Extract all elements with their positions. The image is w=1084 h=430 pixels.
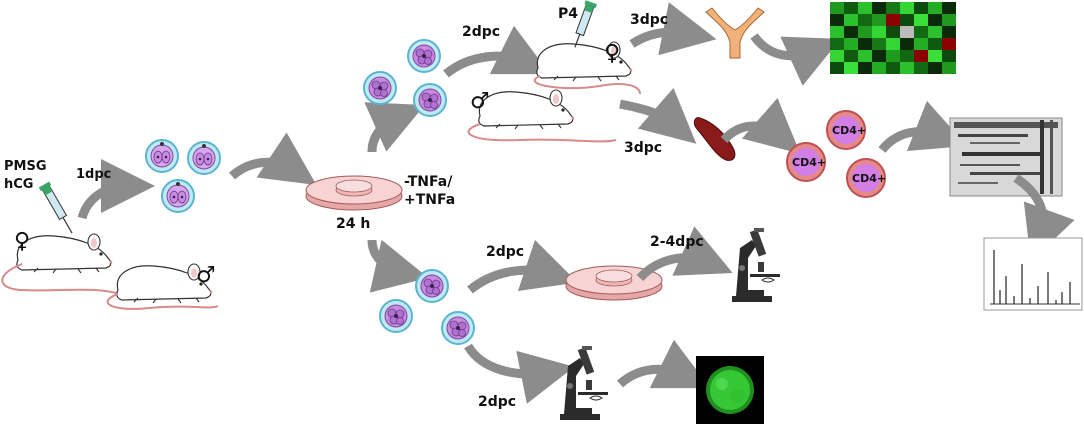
arrow-mating-to-embryos <box>77 159 155 220</box>
incubation-label: 24 h <box>336 216 370 232</box>
fluorescent-embryo-icon <box>696 356 764 424</box>
female-symbol-recipient: ♀ <box>604 41 620 66</box>
male-symbol-left: ♂ <box>196 263 216 288</box>
arrow-cells-to-gel <box>878 100 968 154</box>
embryo-icon <box>363 71 397 105</box>
uterus-icon <box>705 7 765 59</box>
arrow-to-spleen <box>619 87 697 144</box>
treatment-label-line2: +TNFa <box>404 192 455 208</box>
progesterone-label: P4 <box>558 6 578 22</box>
culture-observation-label: 2-4dpc <box>650 234 704 250</box>
arrow-to-uterus <box>629 2 717 56</box>
embryo-icon <box>145 139 179 173</box>
cd4-label-1: CD4+ <box>832 124 866 137</box>
culture-step-label: 2dpc <box>486 244 524 260</box>
embryo-icon <box>161 179 195 213</box>
cd4-cell-icon <box>786 142 826 182</box>
heatmap-icon <box>830 2 956 74</box>
arrow-transfer-upper <box>443 25 551 78</box>
imaging-step-label: 2dpc <box>478 394 516 410</box>
arrow-uterus-to-heatmap <box>750 33 841 86</box>
arrow-lower-to-microscope <box>464 343 575 404</box>
gel-blot-icon <box>949 117 1063 197</box>
arrow-microscope-to-image <box>616 339 711 389</box>
male-symbol-upper: ♂ <box>470 89 490 114</box>
two-cell-embryos <box>145 139 221 213</box>
spleen-step-label: 3dpc <box>624 140 662 156</box>
embryo-icon <box>415 269 449 303</box>
male-mouse-upper <box>467 89 617 143</box>
transfer-upper-label: 2dpc <box>462 24 500 40</box>
arrow-spleen-to-cells <box>720 97 801 154</box>
embryo-icon <box>413 83 447 117</box>
embryo-icon <box>407 39 441 73</box>
mass-spectrum-icon <box>983 237 1083 311</box>
female-symbol-left: ♀ <box>14 229 30 254</box>
female-mouse-injected <box>1 233 121 295</box>
arrow-gel-to-spectrum <box>1013 174 1075 262</box>
embryo-icon <box>187 141 221 175</box>
cd4-label-2: CD4+ <box>792 156 826 169</box>
arrow-embryos-to-dish <box>229 132 317 185</box>
hormones-label-line1: PMSG <box>4 159 47 174</box>
arrow-lower-to-dish <box>467 239 578 294</box>
arrow-dish-to-lower-embryos <box>367 239 429 293</box>
microscope-icon <box>559 345 609 421</box>
recipient-female-mouse <box>533 41 641 95</box>
embryo-icon <box>379 299 413 333</box>
upper-blastocysts <box>363 39 447 117</box>
syringe-icon <box>38 181 73 234</box>
cd4-cell-icon <box>846 158 886 198</box>
cd4-cell-icon <box>826 110 866 150</box>
male-mouse-left <box>106 263 219 310</box>
syringe-icon <box>574 0 598 48</box>
day1-label: 1dpc <box>76 167 111 182</box>
uterus-step-label: 3dpc <box>630 12 668 28</box>
petri-dish-icon <box>305 175 403 211</box>
embryo-icon <box>441 311 475 345</box>
hormones-label-line2: hCG <box>4 177 33 192</box>
lower-blastocysts <box>379 269 475 345</box>
cd4-label-3: CD4+ <box>852 172 886 185</box>
microscope-icon <box>731 227 781 303</box>
treatment-label-line1: -TNFa/ <box>404 174 453 190</box>
arrow-dish-to-microscope <box>636 226 733 282</box>
arrow-dish-to-upper-embryos <box>364 102 425 153</box>
